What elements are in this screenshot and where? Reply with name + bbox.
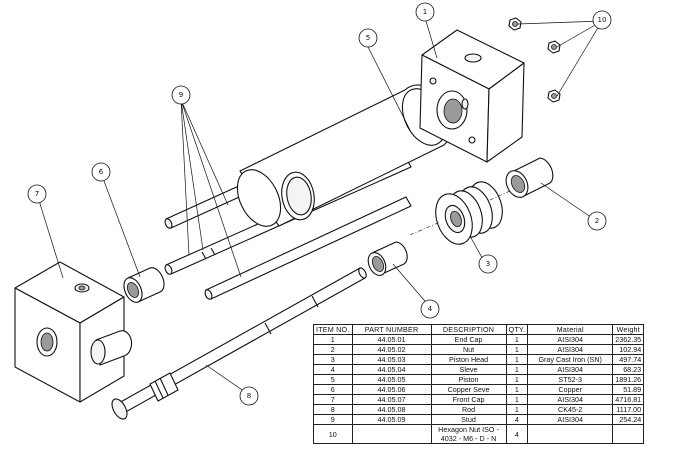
header-weight: Weight bbox=[612, 324, 645, 335]
balloon-6: 6 bbox=[91, 162, 111, 182]
balloon-3: 3 bbox=[478, 254, 498, 274]
header-qty: QTY. bbox=[505, 324, 529, 335]
nut-sleeve bbox=[505, 157, 554, 198]
piston-tube bbox=[236, 84, 452, 227]
end-cap-block bbox=[419, 29, 525, 163]
balloon-4: 4 bbox=[420, 299, 440, 319]
svg-text:6: 6 bbox=[99, 168, 104, 176]
balloon-1: 1 bbox=[415, 2, 435, 22]
header-description: DESCRIPTION bbox=[430, 324, 507, 335]
header-item-no: ITEM NO. bbox=[313, 324, 353, 335]
table-header-row: ITEM NO. PART NUMBER DESCRIPTION QTY. Ma… bbox=[313, 324, 645, 335]
balloon-9: 9 bbox=[171, 85, 191, 105]
hex-nuts bbox=[508, 17, 561, 103]
balloon-8: 8 bbox=[239, 386, 259, 406]
sleve-part bbox=[367, 241, 408, 276]
svg-text:7: 7 bbox=[35, 190, 39, 198]
svg-text:5: 5 bbox=[366, 34, 370, 42]
balloon-2: 2 bbox=[587, 211, 607, 231]
balloon-5: 5 bbox=[358, 28, 378, 48]
front-cap-block bbox=[14, 261, 133, 403]
copper-sleeve bbox=[123, 267, 165, 303]
svg-text:4: 4 bbox=[428, 305, 433, 313]
svg-text:9: 9 bbox=[179, 91, 183, 99]
balloon-10: 10 bbox=[592, 10, 612, 30]
balloon-7: 7 bbox=[27, 184, 47, 204]
bill-of-materials-table: ITEM NO. PART NUMBER DESCRIPTION QTY. Ma… bbox=[313, 324, 645, 444]
svg-text:8: 8 bbox=[247, 392, 251, 400]
svg-text:3: 3 bbox=[486, 260, 490, 268]
svg-text:1: 1 bbox=[423, 8, 427, 16]
piston-head bbox=[435, 181, 503, 245]
svg-text:10: 10 bbox=[598, 16, 607, 24]
header-material: Material bbox=[527, 324, 614, 335]
header-part-number: PART NUMBER bbox=[351, 324, 432, 335]
rod bbox=[111, 267, 367, 420]
svg-text:2: 2 bbox=[595, 217, 599, 225]
